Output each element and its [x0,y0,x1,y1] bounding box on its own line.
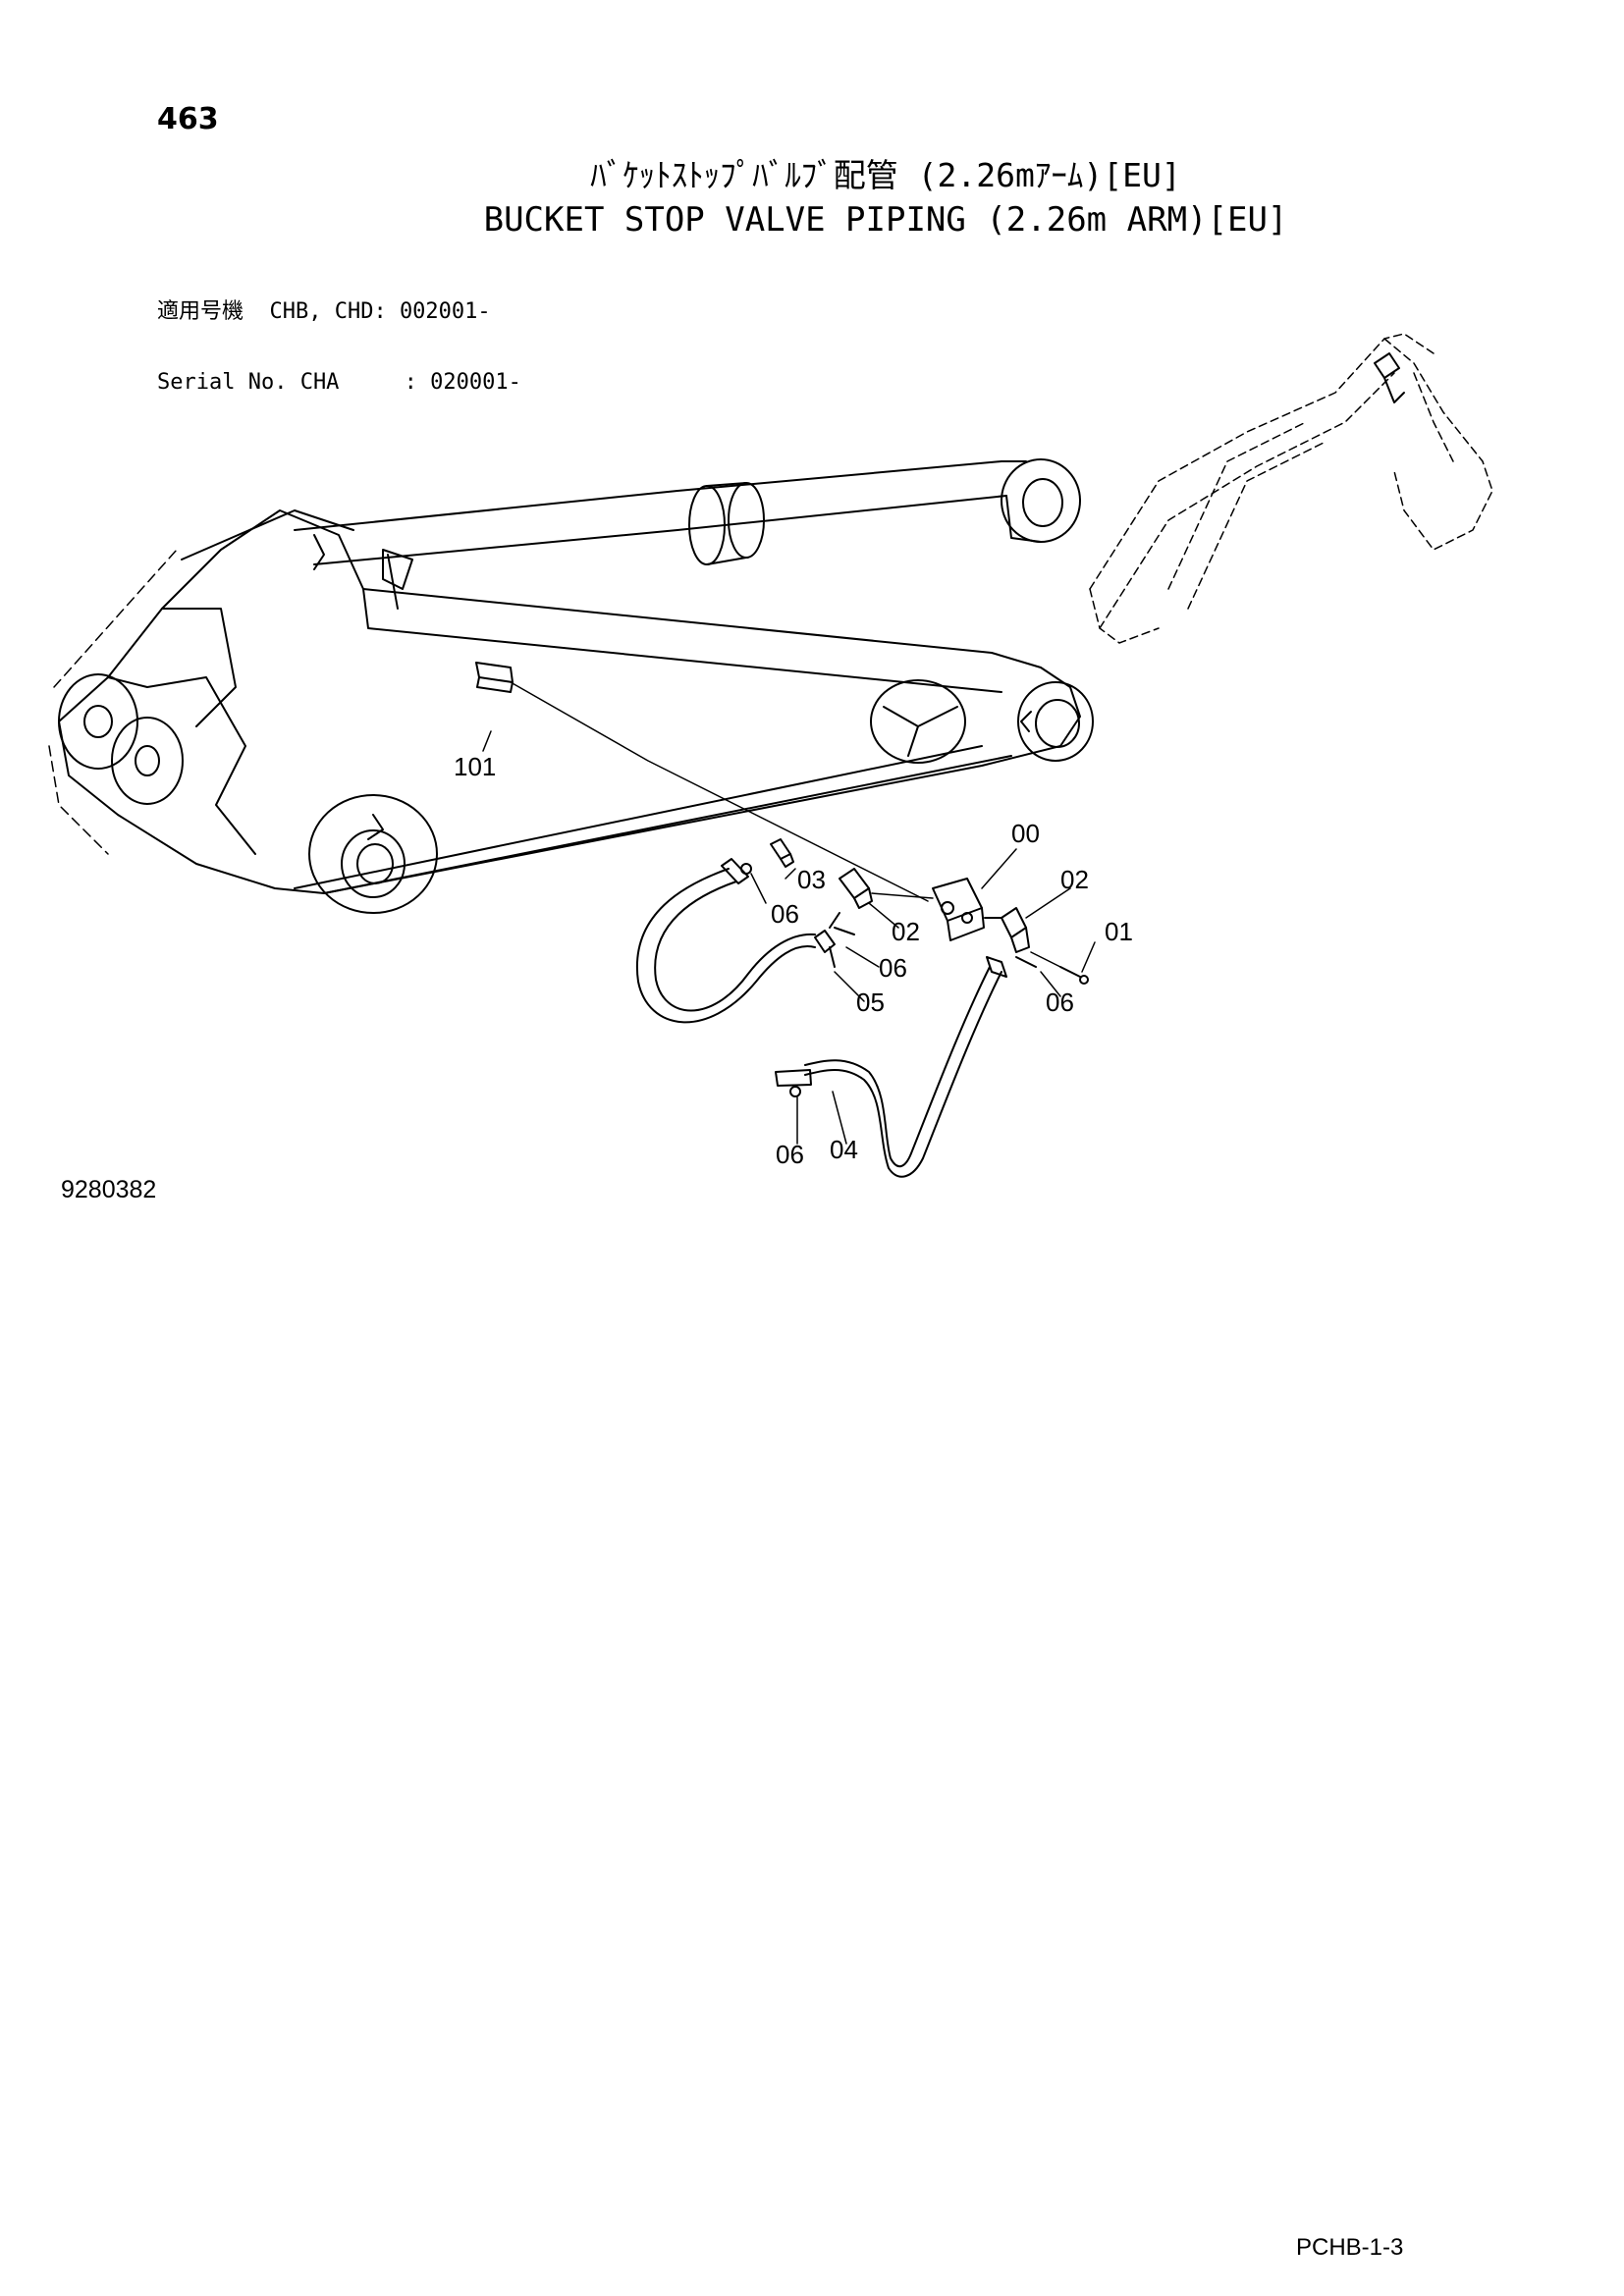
callout-06-d: 06 [776,1140,804,1169]
title-english: BUCKET STOP VALVE PIPING (2.26m ARM)[EU] [483,200,1288,240]
part-04-hose [775,956,1007,1178]
callout-04: 04 [830,1135,858,1164]
part-02-elbow-left [839,868,934,909]
part-00-stop-valve [932,878,985,941]
excavator-inset [1089,333,1493,644]
callout-00: 00 [1011,819,1040,848]
page-number: 463 [157,102,219,136]
part-06-oring-c [1015,956,1037,968]
callout-02-right: 02 [1060,865,1089,894]
callout-06-c: 06 [1046,988,1074,1017]
part-06-oring-b [834,927,855,935]
page-code: PCHB-1-3 [1296,2234,1404,2261]
part-05-hose [635,858,840,1024]
drawing-number: 9280382 [61,1176,157,1203]
callout-01: 01 [1105,917,1133,946]
callout-06-b: 06 [879,953,907,983]
part-06-oring-d [789,1086,801,1097]
bucket-cylinder [294,458,1081,610]
part-02-elbow-right [984,907,1030,953]
excavator-inset-highlight [1374,352,1405,403]
part-01-bolt [1030,951,1089,985]
callout-02-left: 02 [892,917,920,946]
leader-line-101 [510,681,929,902]
applicability-row-serial: Serial No. CHA : 020001- [157,370,521,395]
callout-05: 05 [856,988,885,1017]
callout-101: 101 [454,752,496,781]
callout-06-a: 06 [771,899,799,929]
part-06-oring-a [740,863,752,875]
applicability-row-jp: 適用号機 CHB, CHD: 002001- [157,299,491,324]
title-japanese: ﾊﾞｹｯﾄｽﾄｯﾌﾟﾊﾞﾙﾌﾞ配管 (2.26mｱｰﾑ)[EU] [590,156,1181,194]
arm-body [48,509,1094,914]
applicability-block: 適用号機 CHB, CHD: 002001- Serial No. CHA : … [157,253,521,418]
callout-03: 03 [797,865,826,894]
part-03-fitting [770,838,794,868]
part-101-block [475,662,514,693]
